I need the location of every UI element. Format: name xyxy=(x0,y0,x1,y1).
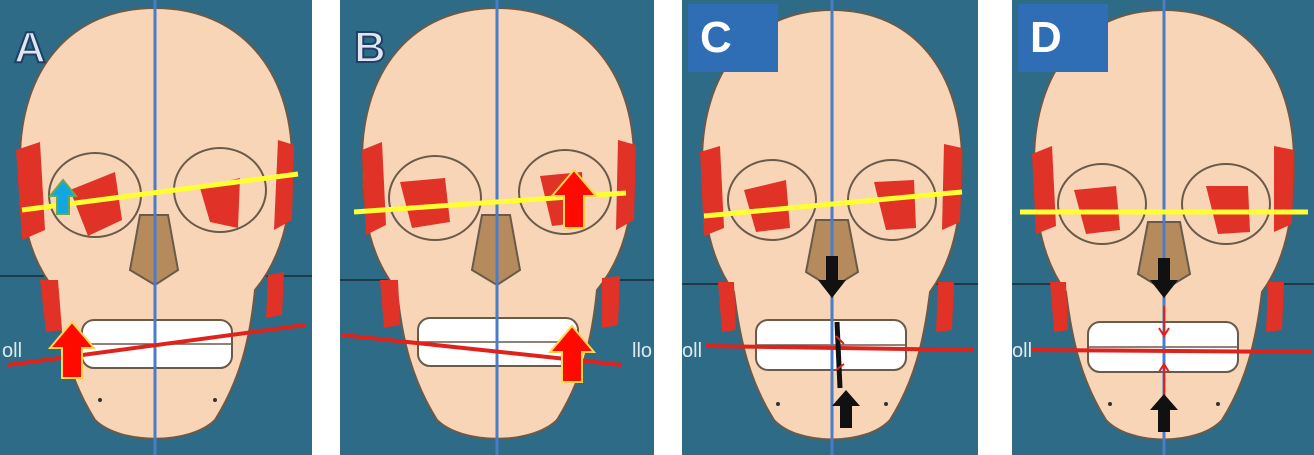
panel-b: B llo xyxy=(340,0,654,455)
muscle-masseter-right-c xyxy=(936,282,954,332)
dental-midline-c xyxy=(834,321,843,389)
up-arrow-red-small-icon xyxy=(1158,362,1170,373)
panel-d: D oll xyxy=(1012,0,1314,455)
muscle-temporal-right-b xyxy=(616,140,636,230)
up-arrow-black-icon xyxy=(832,390,860,428)
muscle-orbit-left-a xyxy=(70,172,122,236)
muscle-temporal-left-c xyxy=(700,146,724,236)
occlusal-plane-line-a xyxy=(7,323,306,367)
muscle-orbit-left-b xyxy=(400,178,450,228)
muscle-masseter-left-d xyxy=(1050,282,1068,332)
skull-diagram-d xyxy=(1012,0,1314,455)
panel-label: A xyxy=(13,23,47,72)
muscle-masseter-right-d xyxy=(1266,282,1284,332)
skull-diagram-c xyxy=(682,0,978,455)
muscle-temporal-right-a xyxy=(274,140,294,230)
down-arrow-red-small-icon xyxy=(1158,327,1170,338)
muscle-masseter-left-b xyxy=(380,280,400,328)
occlusal-plane-line-d xyxy=(1031,348,1313,354)
muscle-orbit-right-c xyxy=(874,180,916,230)
panel-label: D xyxy=(1018,4,1108,72)
up-arrow-cyan-icon xyxy=(47,178,79,215)
panel-a: A oll xyxy=(0,0,312,455)
up-arrow-red-icon xyxy=(547,324,597,383)
up-arrow-red-icon xyxy=(47,320,97,379)
panel-label: B xyxy=(353,23,387,72)
down-arrow-black-icon xyxy=(1150,258,1178,298)
panel-faint-text: llo xyxy=(632,340,653,362)
muscle-orbit-right-a xyxy=(200,178,240,228)
up-arrow-red-icon xyxy=(549,168,599,229)
muscle-masseter-right-a xyxy=(266,272,284,318)
skull-diagram-a xyxy=(0,0,312,455)
muscle-masseter-right-b xyxy=(602,276,620,328)
muscle-temporal-right-c xyxy=(942,144,962,230)
skull-diagram-b xyxy=(340,0,654,455)
orbital-plane-line-c xyxy=(703,189,963,219)
up-arrow-black-icon xyxy=(1150,394,1178,432)
panel-faint-text: oll xyxy=(1012,340,1033,362)
panel-faint-text: oll xyxy=(2,340,23,362)
panel-c: C oll xyxy=(682,0,978,455)
muscle-temporal-left-b xyxy=(362,142,386,235)
panel-faint-text: oll xyxy=(682,340,703,362)
muscle-masseter-left-a xyxy=(40,280,62,332)
down-arrow-black-icon xyxy=(818,256,846,298)
muscle-orbit-left-c xyxy=(744,180,790,232)
muscle-masseter-left-c xyxy=(718,282,736,332)
muscle-temporal-left-a xyxy=(16,142,45,240)
muscle-temporal-right-d xyxy=(1274,146,1294,232)
muscle-temporal-left-d xyxy=(1032,146,1056,234)
panel-label: C xyxy=(688,4,778,72)
